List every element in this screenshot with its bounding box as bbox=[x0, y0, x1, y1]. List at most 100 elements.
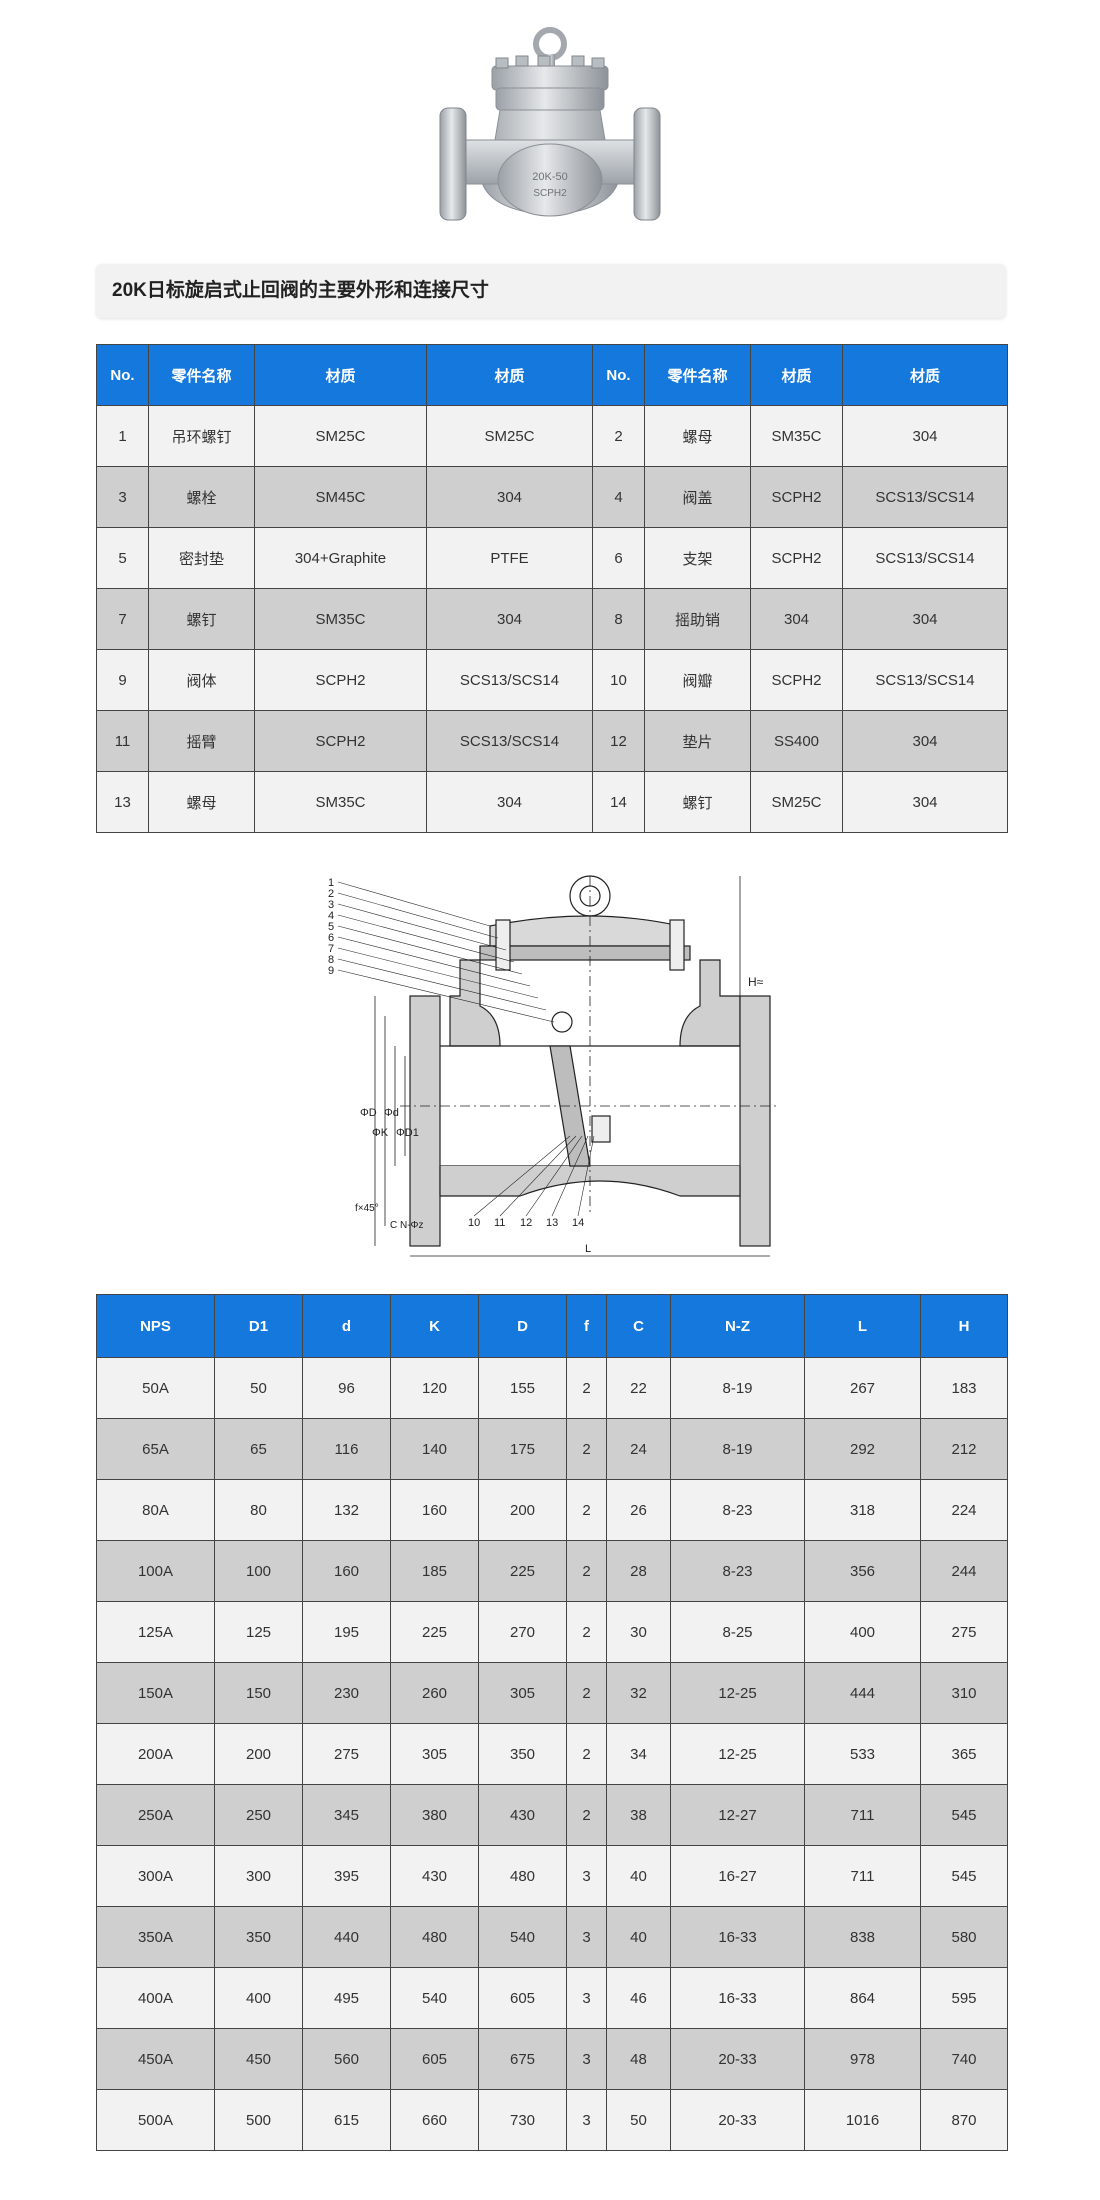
dimensions-table-cell: 50A bbox=[96, 1357, 215, 1419]
dimensions-table-cell: 16-33 bbox=[670, 1967, 805, 2029]
callout-leader bbox=[337, 892, 499, 939]
dimensions-table-cell: 500A bbox=[96, 2089, 215, 2151]
dimensions-table-cell: 3 bbox=[566, 1967, 607, 2029]
parts-table-cell: 螺母 bbox=[644, 405, 751, 467]
callout-leader bbox=[551, 1135, 589, 1217]
parts-table-cell: SM35C bbox=[750, 405, 843, 467]
dimensions-table-cell: 50 bbox=[606, 2089, 671, 2151]
dimensions-table-cell: 65 bbox=[214, 1418, 303, 1480]
parts-table-header-5: 零件名称 bbox=[644, 344, 751, 406]
dimensions-table-cell: 3 bbox=[566, 1845, 607, 1907]
dimensions-table-cell: 8-19 bbox=[670, 1357, 805, 1419]
parts-table-cell: 304 bbox=[750, 588, 843, 650]
dimensions-table-cell: 40 bbox=[606, 1906, 671, 1968]
dimensions-table-cell: 48 bbox=[606, 2028, 671, 2090]
callout-label: 10 bbox=[468, 1217, 480, 1229]
dimensions-table-cell: 155 bbox=[478, 1357, 567, 1419]
dimensions-table-cell: 200 bbox=[214, 1723, 303, 1785]
dimensions-table-cell: 318 bbox=[804, 1479, 921, 1541]
parts-table-cell: 11 bbox=[96, 710, 149, 772]
callout-label: 8 bbox=[328, 954, 334, 966]
valve-section-drawing: H≈ ΦD ΦK Φd ΦD1 L f×45° C N-Φz 123456789… bbox=[328, 875, 780, 1257]
dimensions-table-cell: 3 bbox=[566, 2089, 607, 2151]
dimensions-table-cell: 34 bbox=[606, 1723, 671, 1785]
parts-table-cell: 螺钉 bbox=[148, 588, 255, 650]
valve-photo: 20K-50 SCPH2 bbox=[439, 27, 661, 221]
dimensions-table-cell: 120 bbox=[390, 1357, 479, 1419]
dimensions-table-cell: 711 bbox=[804, 1784, 921, 1846]
dimensions-table-cell: 200 bbox=[478, 1479, 567, 1541]
dim-label-h: H≈ bbox=[748, 975, 764, 989]
dimensions-table-cell: 545 bbox=[920, 1784, 1008, 1846]
parts-table-cell: 12 bbox=[592, 710, 645, 772]
parts-table-header-1: 零件名称 bbox=[148, 344, 255, 406]
dimensions-table-cell: 230 bbox=[302, 1662, 391, 1724]
dimensions-table-cell: 20-33 bbox=[670, 2028, 805, 2090]
parts-table-cell: SM25C bbox=[254, 405, 427, 467]
callout-leader bbox=[337, 936, 531, 987]
dimensions-table-cell: 80 bbox=[214, 1479, 303, 1541]
dimensions-table-cell: 430 bbox=[390, 1845, 479, 1907]
parts-table-cell: SCPH2 bbox=[750, 527, 843, 589]
parts-table-cell: SCS13/SCS14 bbox=[426, 710, 593, 772]
dimensions-table-cell: 292 bbox=[804, 1418, 921, 1480]
dimensions-table-cell: 30 bbox=[606, 1601, 671, 1663]
dimensions-table-cell: 595 bbox=[920, 1967, 1008, 2029]
dimensions-table-cell: 12-25 bbox=[670, 1662, 805, 1724]
dimensions-table-cell: 225 bbox=[390, 1601, 479, 1663]
parts-table-header-6: 材质 bbox=[750, 344, 843, 406]
cast-mark-material: SCPH2 bbox=[533, 188, 567, 199]
callout-label: 6 bbox=[328, 932, 334, 944]
dimensions-table-cell: 356 bbox=[804, 1540, 921, 1602]
callout-label: 11 bbox=[494, 1217, 505, 1229]
parts-table-cell: SCS13/SCS14 bbox=[426, 649, 593, 711]
dimensions-table-cell: 260 bbox=[390, 1662, 479, 1724]
dimensions-table-cell: 185 bbox=[390, 1540, 479, 1602]
parts-table-cell: 阀盖 bbox=[644, 466, 751, 528]
parts-table-cell: 阀瓣 bbox=[644, 649, 751, 711]
parts-table-cell: 304 bbox=[842, 588, 1008, 650]
dimensions-table-cell: 450A bbox=[96, 2028, 215, 2090]
callout-label: 12 bbox=[520, 1217, 532, 1229]
dimensions-table-cell: 440 bbox=[302, 1906, 391, 1968]
callout-label: 7 bbox=[328, 943, 334, 955]
dimensions-table-cell: 365 bbox=[920, 1723, 1008, 1785]
callout-label: 1 bbox=[328, 877, 334, 889]
section-title-band: 20K日标旋启式止回阀的主要外形和连接尺寸 bbox=[96, 264, 1006, 318]
parts-table-cell: SCPH2 bbox=[750, 649, 843, 711]
dim-label-D1: ΦD1 bbox=[396, 1127, 419, 1139]
parts-table-cell: SM35C bbox=[254, 588, 427, 650]
dim-label-f: f×45° bbox=[355, 1203, 379, 1214]
dimensions-table-cell: 200A bbox=[96, 1723, 215, 1785]
dimensions-table-cell: 40 bbox=[606, 1845, 671, 1907]
dimensions-table-cell: 140 bbox=[390, 1418, 479, 1480]
parts-table-cell: 304 bbox=[426, 588, 593, 650]
dimensions-table-cell: 8-23 bbox=[670, 1479, 805, 1541]
dimensions-table-cell: 150A bbox=[96, 1662, 215, 1724]
dimensions-table-cell: 2 bbox=[566, 1723, 607, 1785]
parts-table-header-0: No. bbox=[96, 344, 149, 406]
dimensions-table-cell: 2 bbox=[566, 1784, 607, 1846]
dimensions-table-cell: 12-27 bbox=[670, 1784, 805, 1846]
section-title: 20K日标旋启式止回阀的主要外形和连接尺寸 bbox=[112, 280, 489, 301]
callout-label: 9 bbox=[328, 965, 334, 977]
callout-leader bbox=[337, 903, 507, 951]
callout-leader bbox=[337, 947, 539, 999]
dimensions-table-cell: 1016 bbox=[804, 2089, 921, 2151]
dimensions-table-cell: 675 bbox=[478, 2028, 567, 2090]
callout-label: 4 bbox=[328, 910, 334, 922]
dimensions-table-cell: 615 bbox=[302, 2089, 391, 2151]
parts-table-cell: SM25C bbox=[750, 771, 843, 833]
dimensions-table-cell: 560 bbox=[302, 2028, 391, 2090]
parts-table-cell: 304+Graphite bbox=[254, 527, 427, 589]
dim-label-NZ: N-Φz bbox=[400, 1220, 424, 1231]
dimensions-table-cell: 500 bbox=[214, 2089, 303, 2151]
parts-table-cell: 4 bbox=[592, 466, 645, 528]
